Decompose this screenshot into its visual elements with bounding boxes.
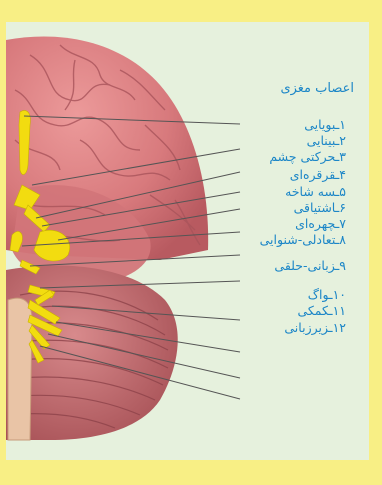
label-vagus: ۱۰ـواگ [308, 288, 346, 302]
label-optic: ۲ـبینایی [307, 134, 346, 148]
label-trochlear: ۴ـقرقره‌ای [290, 168, 346, 182]
brainstem [8, 298, 32, 440]
label-vestibulocochlear: ۸ـتعادلی-شنوایی [260, 233, 346, 247]
label-glossopharyngeal: ۹ـزبانی-حلقی [274, 259, 346, 273]
label-olfactory: ۱ـبویایی [304, 118, 346, 132]
label-hypoglossal: ۱۲ـزیرزبانی [284, 321, 346, 335]
label-trigeminal: ۵ـسه شاخه [285, 185, 346, 199]
label-abducens: ۶ـاشتیاقی [294, 201, 346, 215]
figure-title: اعصاب مغزی [270, 81, 354, 96]
label-accessory: ۱۱ـکمکی [297, 304, 346, 318]
label-oculomotor: ۳ـحرکتی چشم [269, 150, 346, 164]
label-facial: ۷ـچهره‌ای [295, 217, 346, 231]
